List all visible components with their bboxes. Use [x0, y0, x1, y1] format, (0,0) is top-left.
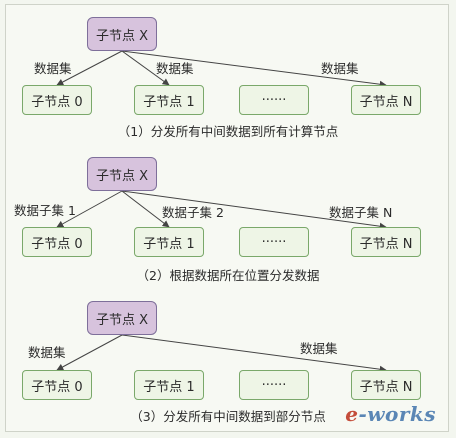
- panel3-edge-label-1: 数据集: [300, 341, 338, 356]
- panel3-node-ellipsis: ······: [239, 370, 309, 400]
- panel1-node-1: 子节点 1: [134, 85, 204, 115]
- panel2-edge-label-0: 数据子集 1: [14, 203, 76, 218]
- panel1-edge-label-2: 数据集: [321, 61, 359, 76]
- panel2-caption: （2）根据数据所在位置分发数据: [136, 268, 320, 283]
- eworks-watermark-logo: e-works: [345, 402, 436, 426]
- panel3-node-1: 子节点 1: [134, 370, 204, 400]
- panel2-edge-label-1: 数据子集 2: [162, 205, 224, 220]
- panel3-node-0: 子节点 0: [22, 370, 92, 400]
- panel3-edge-1-arrow: [121, 334, 387, 373]
- panel2-edge-0-arrow: [56, 190, 123, 228]
- panel2-edge-label-2: 数据子集 N: [329, 205, 393, 220]
- panel1-edge-1-arrow: [121, 50, 170, 86]
- panel2-node-ellipsis: ······: [239, 227, 309, 257]
- panel2-node-1: 子节点 1: [134, 227, 204, 257]
- panel2-top-node: 子节点 X: [87, 157, 157, 191]
- panel2-edge-1-arrow: [121, 190, 170, 228]
- panel1-edge-0-arrow: [56, 50, 123, 86]
- panel2-node-n: 子节点 N: [351, 227, 421, 257]
- panel1-top-node: 子节点 X: [87, 17, 157, 51]
- panel1-node-n: 子节点 N: [351, 85, 421, 115]
- panel2-node-0: 子节点 0: [22, 227, 92, 257]
- panel3-caption: （3）分发所有中间数据到部分节点: [130, 409, 326, 424]
- panel2-edge-2-arrow: [121, 190, 387, 230]
- panel1-edge-2-arrow: [121, 50, 387, 88]
- panel1-node-ellipsis: ······: [239, 85, 309, 115]
- panel1-edge-label-0: 数据集: [34, 61, 72, 76]
- panel3-top-node: 子节点 X: [87, 301, 157, 335]
- panel3-edge-label-0: 数据集: [28, 345, 66, 360]
- panel3-edge-0-arrow: [56, 334, 123, 371]
- edges-layer: [56, 50, 387, 373]
- panel1-node-0: 子节点 0: [22, 85, 92, 115]
- distribution-diagram: 子节点 X 数据集 数据集 数据集 子节点 0 子节点 1 ······ 子节点…: [5, 4, 449, 432]
- panel1-edge-label-1: 数据集: [156, 61, 194, 76]
- panel1-caption: （1）分发所有中间数据到所有计算节点: [117, 124, 339, 139]
- panel3-node-n: 子节点 N: [351, 370, 421, 400]
